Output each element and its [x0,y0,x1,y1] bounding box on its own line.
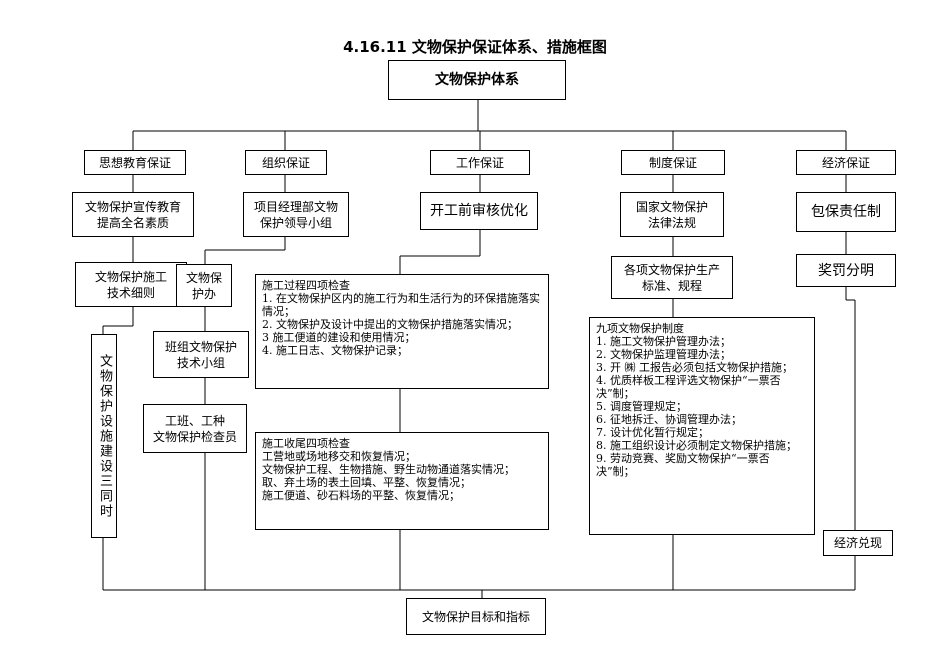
category-work: 工作保证 [430,150,530,175]
work-review-node: 开工前审核优化 [420,192,538,230]
root-node: 文物保护体系 [388,60,566,100]
organization-leading-group-node: 项目经理部文物 保护领导小组 [243,192,349,237]
organization-team-group-node: 班组文物保护 技术小组 [153,331,249,378]
education-publicity-node: 文物保护宣传教育 提高全名素质 [72,192,194,237]
organization-inspector-node: 工班、工种 文物保护检查员 [143,404,247,453]
economy-reward-node: 奖罚分明 [796,254,896,287]
work-acceptance-check-node: 施工收尾四项检查 工营地或场地移交和恢复情况； 文物保护工程、生物措施、野生动物… [255,432,549,530]
category-economy: 经济保证 [796,150,896,175]
system-laws-node: 国家文物保护 法律法规 [620,192,724,237]
category-system: 制度保证 [621,150,725,175]
education-details-node: 文物保护施工 技术细则 [75,262,187,307]
category-education: 思想教育保证 [84,150,186,175]
organization-office-node: 文物保 护办 [176,264,232,307]
goal-node: 文物保护目标和指标 [406,598,546,635]
category-organization: 组织保证 [245,150,327,175]
page-title: 4.16.11 文物保护保证体系、措施框图 [343,38,607,56]
system-nine-rules-node: 九项文物保护制度 1. 施工文物保护管理办法； 2. 文物保护监理管理办法； 3… [589,317,815,535]
economy-cash-node: 经济兑现 [823,530,893,556]
education-three-simultaneous-node: 文物保护设施建设三同时 [91,334,117,538]
work-process-check-node: 施工过程四项检查 1. 在文物保护区内的施工行为和生活行为的环保措施落实情况； … [255,274,549,389]
economy-contract-node: 包保责任制 [796,192,896,232]
system-standards-node: 各项文物保护生产 标准、规程 [611,256,733,299]
